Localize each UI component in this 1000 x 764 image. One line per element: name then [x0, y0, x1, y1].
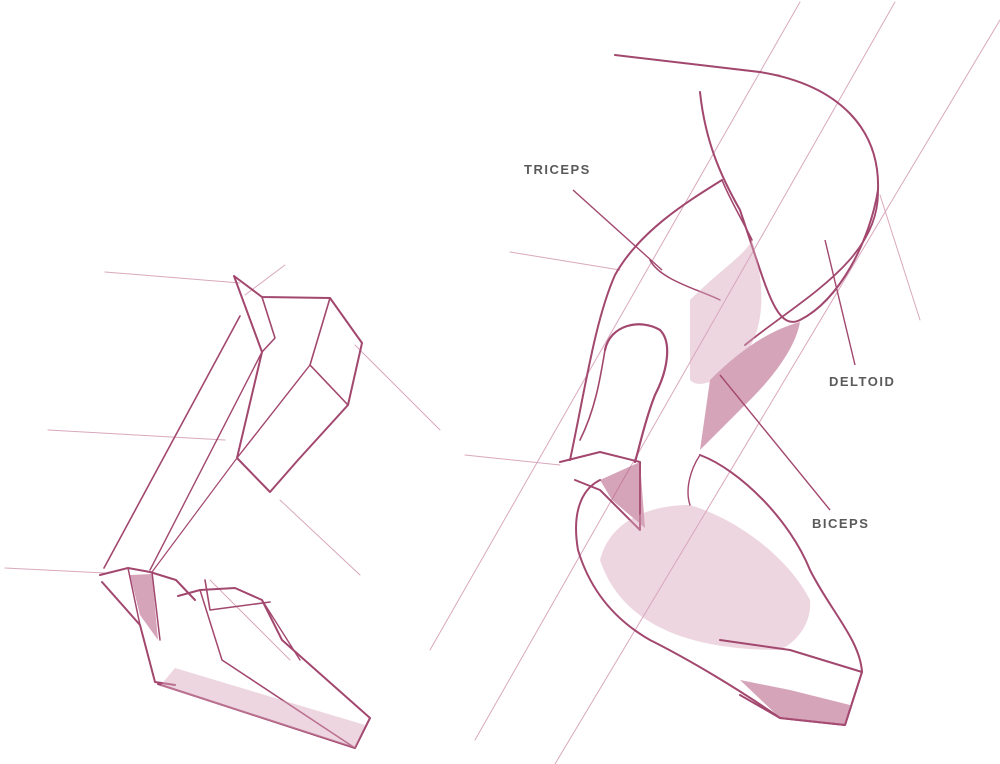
deltoid-label: DELTOID: [829, 374, 896, 389]
muscle-arm-drawing: [429, 1, 1000, 764]
triceps-leader-line: [572, 189, 663, 271]
deltoid-leader-line: [824, 239, 856, 366]
biceps-label: BICEPS: [812, 516, 870, 531]
block-arm-drawing: [4, 264, 441, 749]
biceps-leader-line: [719, 374, 831, 511]
triceps-label: TRICEPS: [524, 162, 591, 177]
